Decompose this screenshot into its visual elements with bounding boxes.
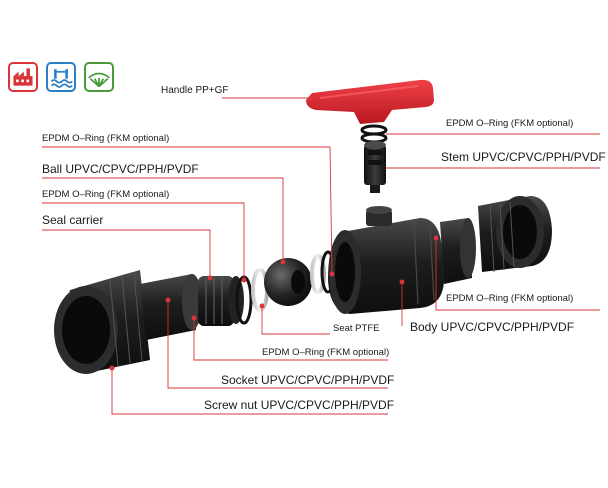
body-o-ring-label: EPDM O–Ring (FKM optional) (446, 293, 574, 304)
handle-part (306, 79, 434, 124)
stem-o-rings (360, 124, 388, 144)
agriculture-icon (84, 62, 114, 92)
screw-nut-label: Screw nut UPVC/CPVC/PPH/PVDF (204, 398, 395, 412)
body-label: Body UPVC/CPVC/PPH/PVDF (410, 320, 575, 334)
seal-carrier-o-ring-label: EPDM O–Ring (FKM optional) (42, 189, 170, 200)
screw-nut-right-part (478, 196, 552, 273)
stem-part (364, 141, 386, 193)
ball-part (264, 258, 312, 306)
socket-label: Socket UPVC/CPVC/PPH/PVDF (221, 373, 395, 387)
body-part (328, 206, 444, 314)
industry-icon (8, 62, 38, 92)
seat-label: Seat PTFE (333, 323, 380, 334)
screw-nut-left-part (54, 270, 150, 374)
socket-left-part (140, 274, 202, 340)
seat-right-part (310, 254, 326, 294)
seal-carrier-part (198, 275, 253, 326)
ball-o-ring-label: EPDM O–Ring (FKM optional) (42, 133, 170, 144)
stem-o-ring-label: EPDM O–Ring (FKM optional) (446, 118, 574, 129)
socket-right-part (440, 218, 476, 284)
stem-label: Stem UPVC/CPVC/PPH/PVDF (441, 150, 606, 164)
leader-lines (42, 95, 600, 415)
ball-label: Ball UPVC/CPVC/PPH/PVDF (42, 162, 199, 176)
handle-label: Handle PP+GF (161, 85, 229, 96)
socket-o-ring-label: EPDM O–Ring (FKM optional) (262, 347, 390, 358)
water-treatment-icon (46, 62, 76, 92)
seal-carrier-label: Seal carrier (42, 213, 104, 227)
